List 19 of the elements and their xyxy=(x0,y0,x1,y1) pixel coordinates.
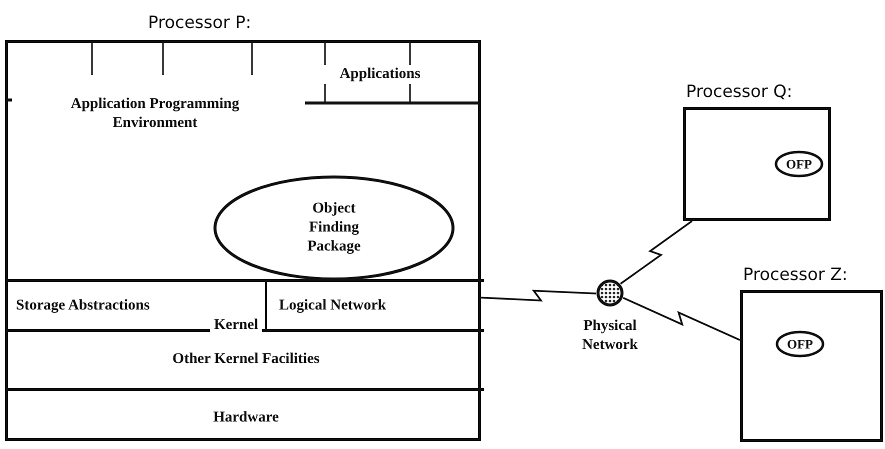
ofp-ellipse xyxy=(774,150,824,178)
layer-cell xyxy=(265,279,484,330)
network-link xyxy=(480,290,596,302)
processor-title: Processor Z: xyxy=(743,265,848,285)
processor-title: Processor Q: xyxy=(686,82,792,102)
layer-label: Storage Abstractions xyxy=(16,296,150,316)
layer-label: Logical Network xyxy=(279,296,386,316)
network-link xyxy=(620,220,693,284)
ellipse-label: OFP xyxy=(785,156,813,174)
ellipse-label: Object Finding Package xyxy=(306,200,362,256)
package-ellipse xyxy=(213,175,455,281)
ellipse-label: OFP xyxy=(786,336,814,354)
network-link xyxy=(622,296,740,341)
node-caption: Physical Network xyxy=(582,317,638,355)
layer-label: Hardware xyxy=(212,408,280,427)
layer-label: Other Kernel Facilities xyxy=(171,350,321,369)
processor-title: Processor P: xyxy=(148,13,252,33)
layer-label: Kernel xyxy=(210,316,262,335)
ofp-ellipse xyxy=(775,330,825,358)
